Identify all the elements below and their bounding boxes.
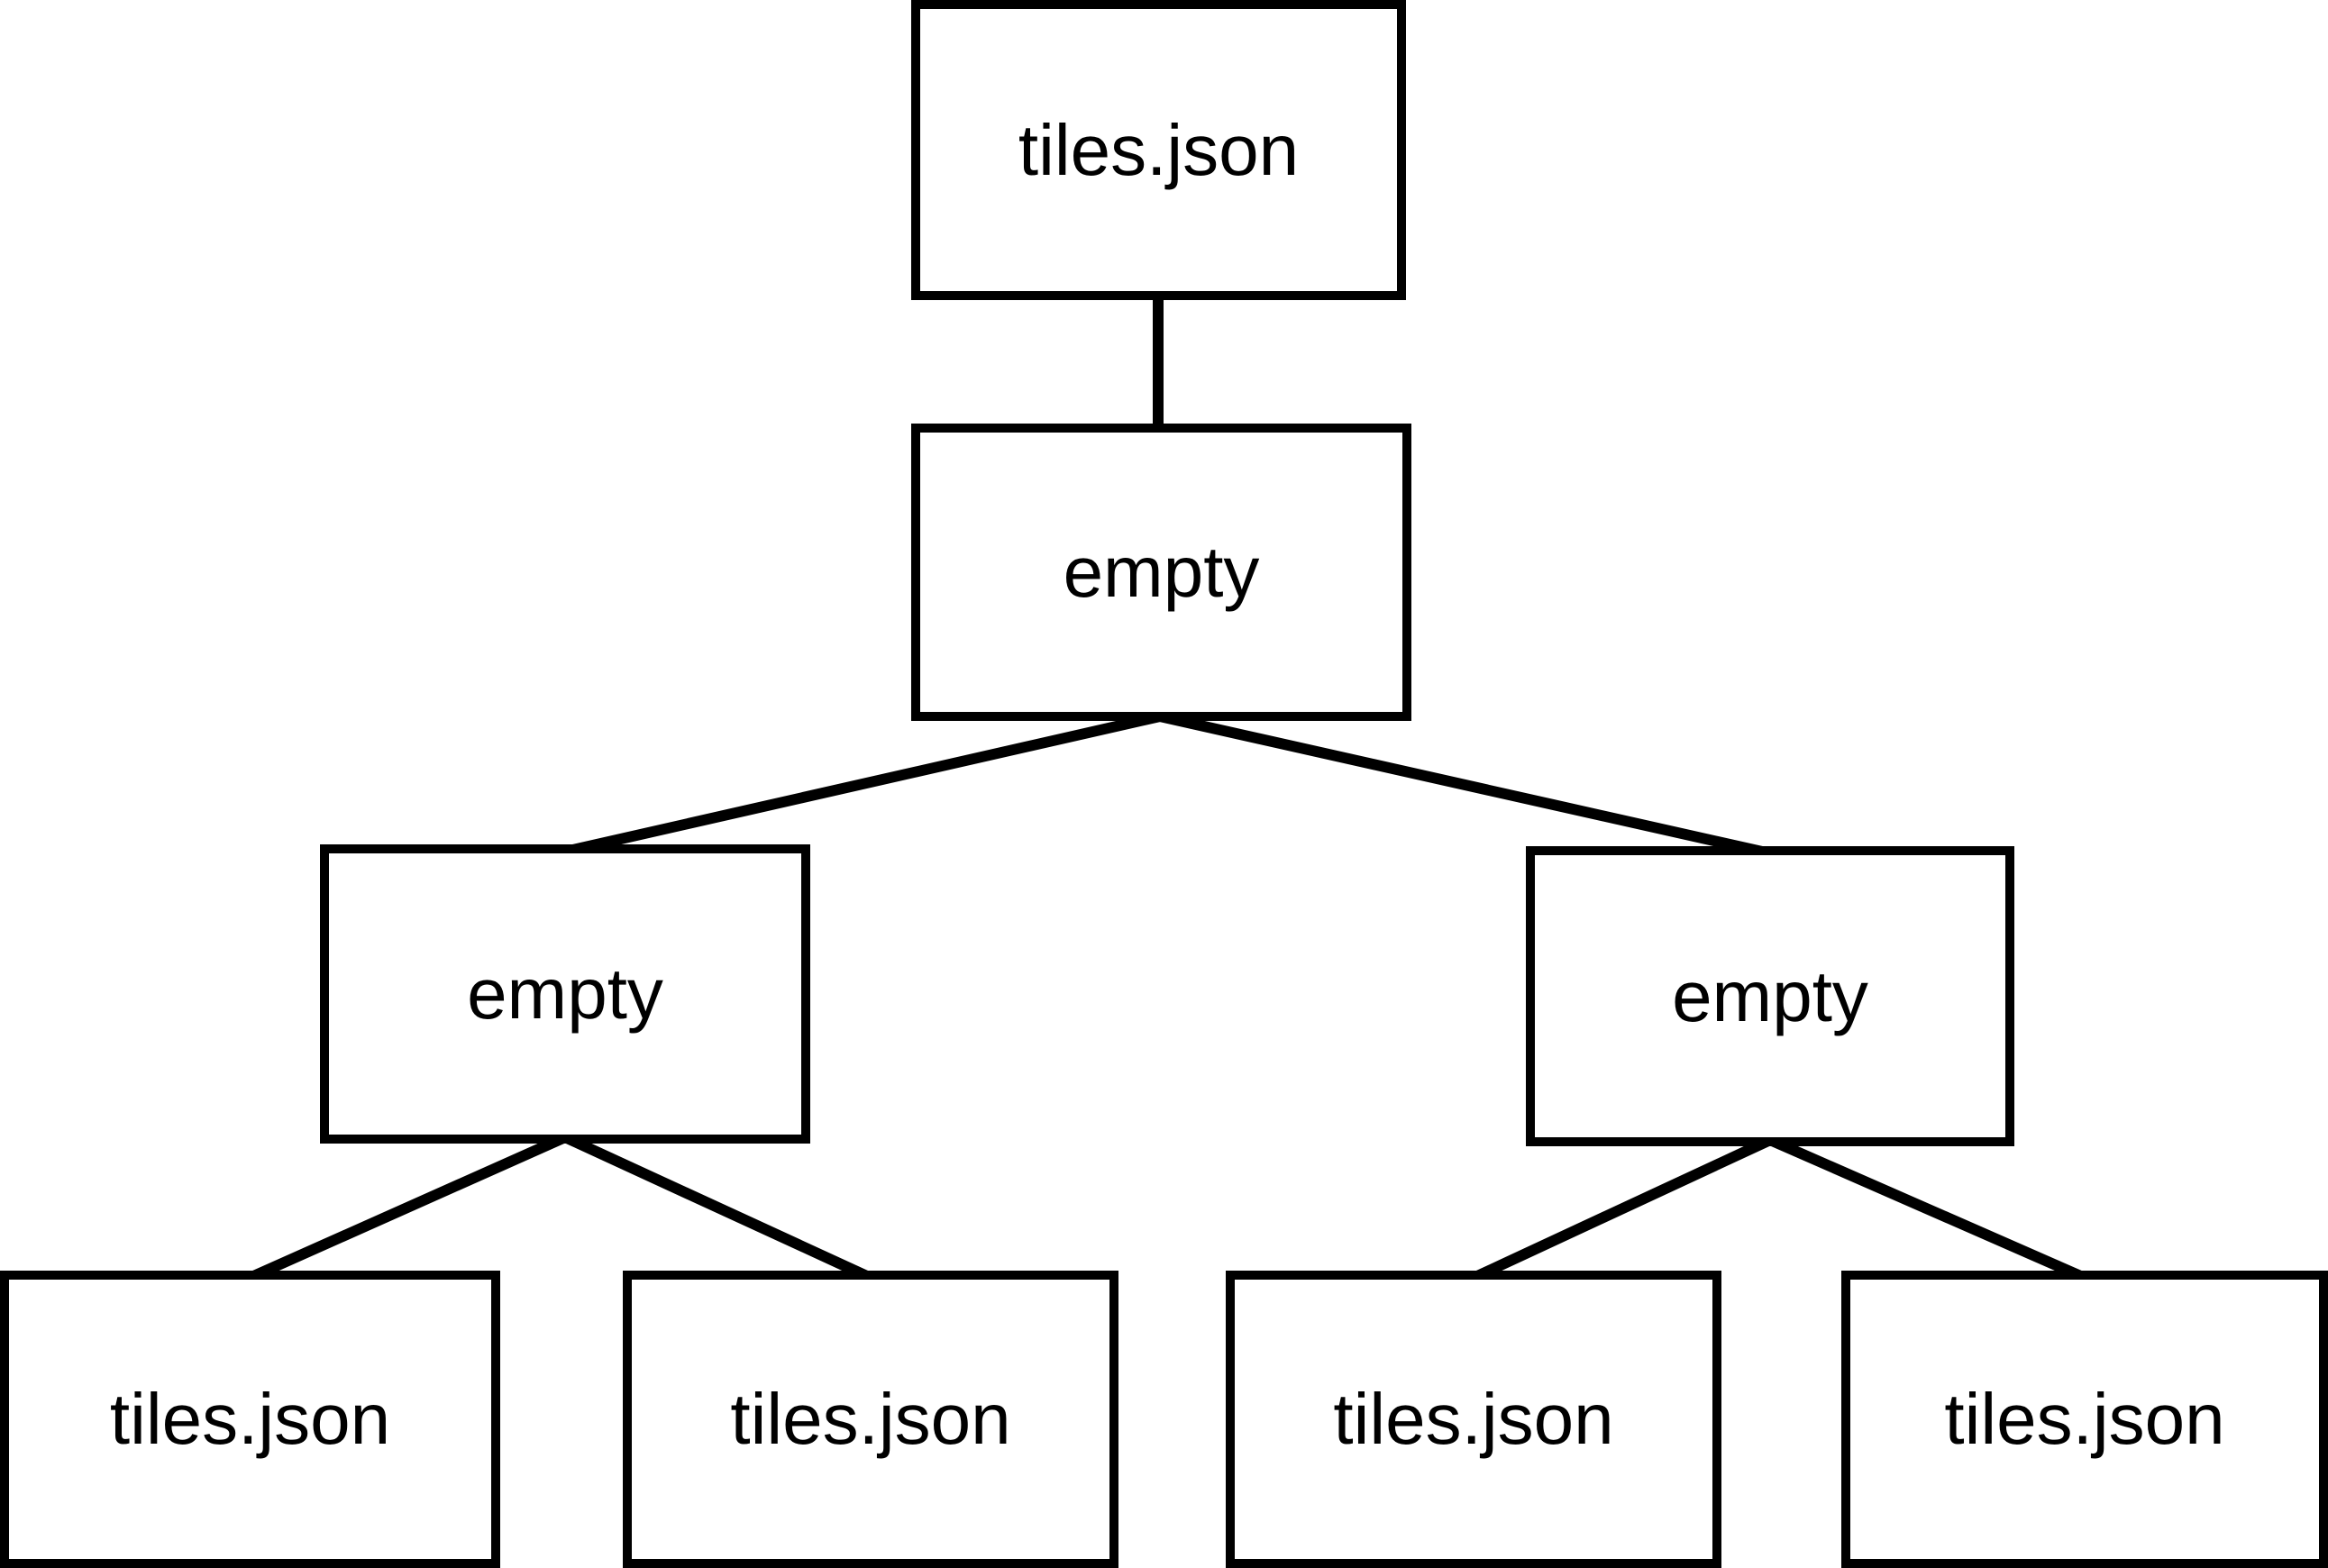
tree-node-left: empty bbox=[320, 844, 810, 1144]
tree-node-right-label: empty bbox=[1672, 955, 1868, 1036]
tree-node-mid: empty bbox=[911, 424, 1411, 721]
tree-node-leaf2-label: tiles.json bbox=[730, 1379, 1011, 1459]
tree-node-mid-label: empty bbox=[1063, 532, 1260, 612]
tree-node-leaf2: tiles.json bbox=[623, 1271, 1118, 1568]
edge-left-to-leaf1 bbox=[247, 1132, 568, 1283]
tree-node-leaf1: tiles.json bbox=[0, 1271, 500, 1568]
tree-node-leaf4: tiles.json bbox=[1841, 1271, 2328, 1568]
tree-node-leaf3-label: tiles.json bbox=[1333, 1379, 1614, 1459]
tree-node-left-label: empty bbox=[467, 953, 663, 1034]
tree-node-root-label: tiles.json bbox=[1018, 109, 1300, 190]
edge-right-to-leaf4 bbox=[1767, 1135, 2087, 1283]
tree-node-leaf4-label: tiles.json bbox=[1944, 1379, 2225, 1459]
tree-node-leaf3: tiles.json bbox=[1226, 1271, 1721, 1568]
edge-right-to-leaf3 bbox=[1471, 1135, 1773, 1283]
edge-mid-to-left bbox=[563, 711, 1162, 857]
edge-left-to-leaf2 bbox=[562, 1132, 873, 1283]
edge-mid-to-right bbox=[1158, 711, 1772, 859]
tree-node-right: empty bbox=[1526, 846, 2014, 1146]
tree-node-root: tiles.json bbox=[911, 0, 1406, 300]
tree-node-leaf1-label: tiles.json bbox=[109, 1379, 391, 1459]
